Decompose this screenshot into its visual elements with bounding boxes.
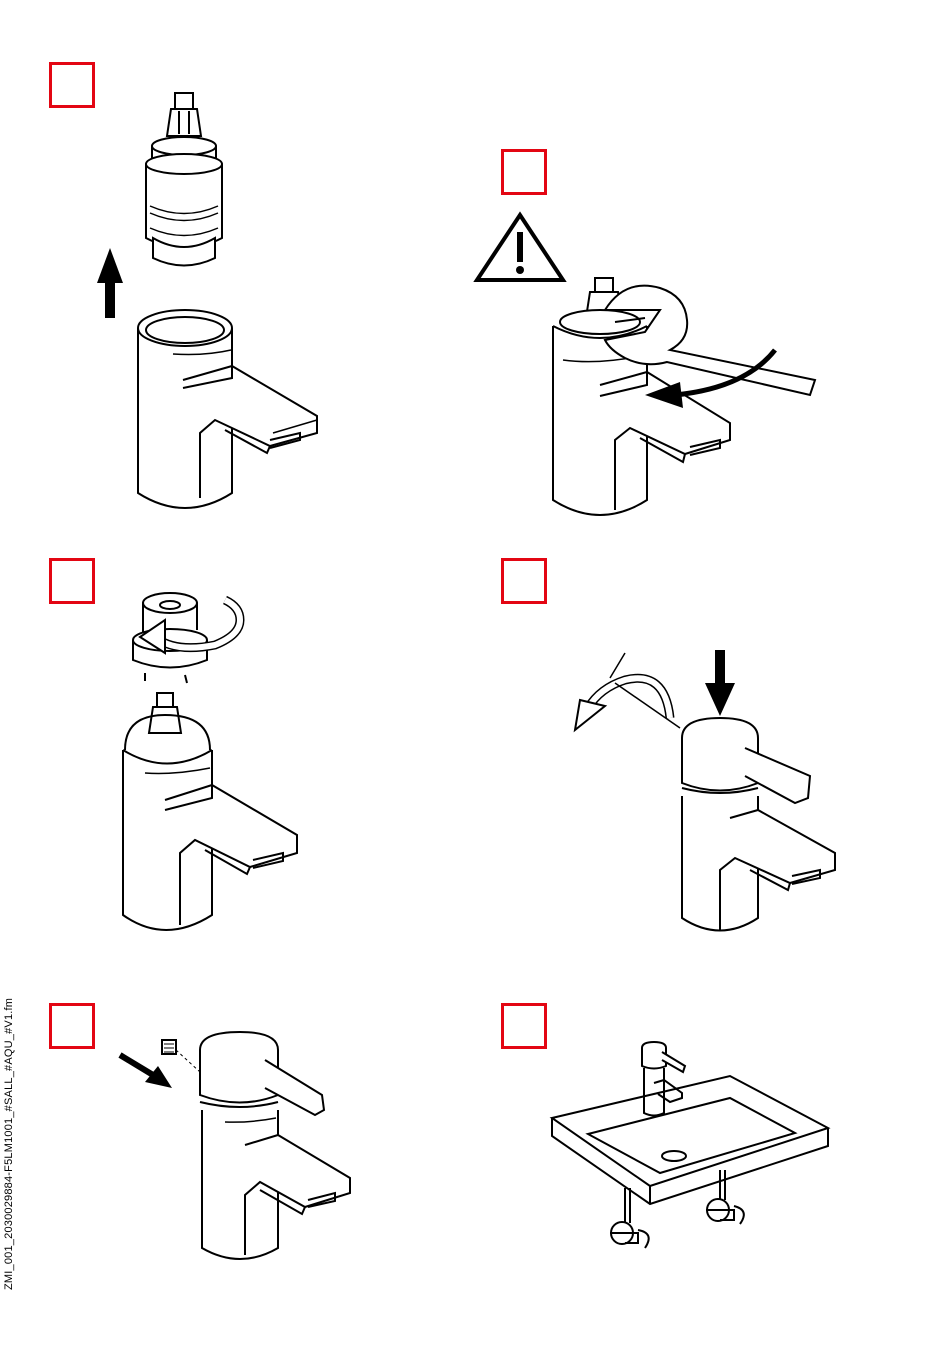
step-3-illustration [115, 585, 315, 945]
step-3-box [49, 558, 95, 604]
step-4-box [501, 558, 547, 604]
step-4-illustration [570, 648, 840, 948]
arrow-diagonal-icon [120, 1055, 172, 1088]
set-screw-illustration [162, 1040, 200, 1072]
faucet-body-illustration [200, 1102, 350, 1259]
warning-icon [477, 215, 563, 280]
step-6-box [501, 1003, 547, 1049]
step-1-box [49, 62, 95, 108]
stop-valve-right-illustration [706, 1170, 744, 1224]
step-1-illustration [95, 88, 335, 518]
step-5-illustration [110, 1030, 360, 1270]
stop-valve-left-illustration [610, 1188, 649, 1248]
faucet-body-illustration [682, 788, 835, 931]
step-2-box [501, 149, 547, 195]
rotate-arrow-icon [575, 653, 680, 730]
faucet-body-illustration [553, 278, 730, 515]
step-6-illustration [550, 1038, 840, 1268]
faucet-body-illustration [138, 310, 317, 508]
document-side-note: ZMI_001_2030029884-F5LM1001_#SALL_#AQU_#… [3, 998, 15, 1290]
step-5-box [49, 1003, 95, 1049]
faucet-body-illustration [123, 693, 297, 930]
arrow-down-icon [705, 650, 735, 716]
lever-handle-illustration [200, 1032, 324, 1115]
basin-illustration [552, 1076, 828, 1204]
step-2-illustration [475, 210, 835, 525]
cartridge-illustration [146, 93, 222, 266]
arrow-up-icon [97, 248, 123, 318]
